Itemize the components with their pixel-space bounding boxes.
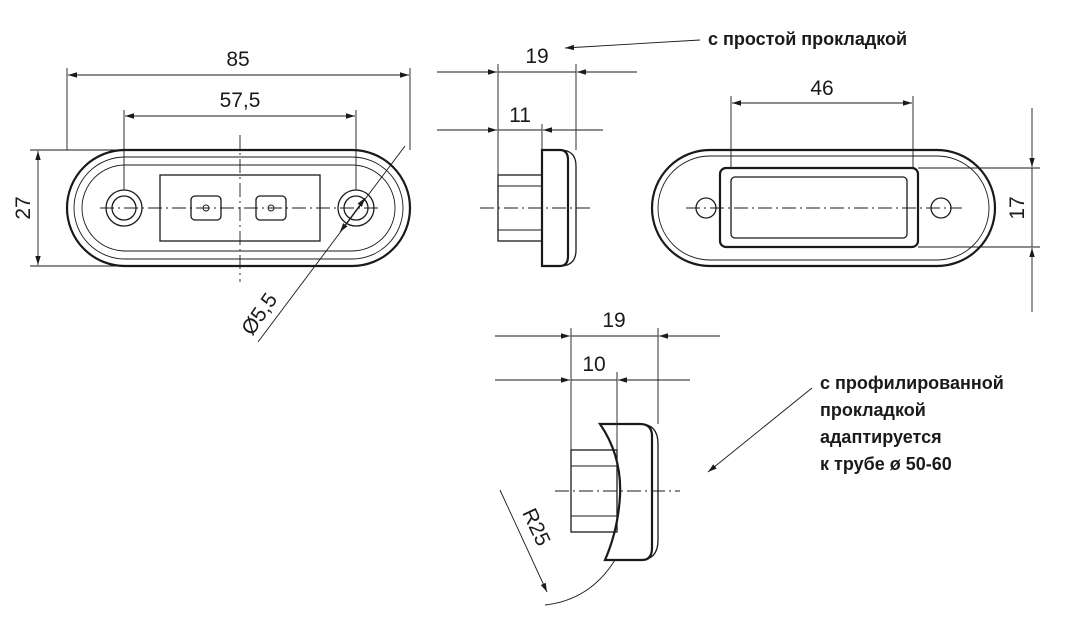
leader-profiled-gasket [707,387,813,473]
back-view [650,148,997,268]
front-view [65,110,412,282]
dim-27: 27 [12,196,35,219]
note-profiled-line-1: с профилированной [820,373,1004,393]
dim-line-diameter [339,197,366,233]
side-prof-gasket [639,423,659,561]
back-inner-outline [657,155,990,261]
dim-19-profiled: 19 [602,309,625,332]
dim-19-flat: 19 [525,45,548,68]
dim-85: 85 [226,48,249,71]
dim-r25: R25 [517,505,554,550]
leader-diameter [257,145,406,343]
front-outer-outline [65,148,412,268]
arc-r25 [544,559,616,606]
dim-46: 46 [810,77,833,100]
front-inner-outline-2 [81,164,396,252]
front-inner-outline [73,156,404,260]
dim-10: 10 [582,353,605,376]
back-window-outer [718,166,920,249]
dim-17: 17 [1006,196,1029,219]
note-profiled-line-3: адаптируется [820,427,942,447]
note-profiled-line-4: к трубе ø 50-60 [820,454,952,474]
side-prof-lens [597,422,654,562]
dim-diameter: Ø5,5 [237,289,282,339]
dim-11: 11 [509,104,531,127]
dim-line-r25 [499,489,548,593]
note-profiled-line-2: прокладкой [820,400,926,420]
side-view-profiled [555,422,680,562]
back-window-inner [730,176,908,239]
side-view-flat [480,148,592,268]
dim-57-5: 57,5 [220,89,261,112]
back-outer-outline [650,148,997,268]
note-flat-gasket: с простой прокладкой [708,29,907,49]
note-profiled-gasket: с профилированной прокладкой адаптируетс… [820,373,1009,474]
leader-flat-gasket [564,39,701,51]
